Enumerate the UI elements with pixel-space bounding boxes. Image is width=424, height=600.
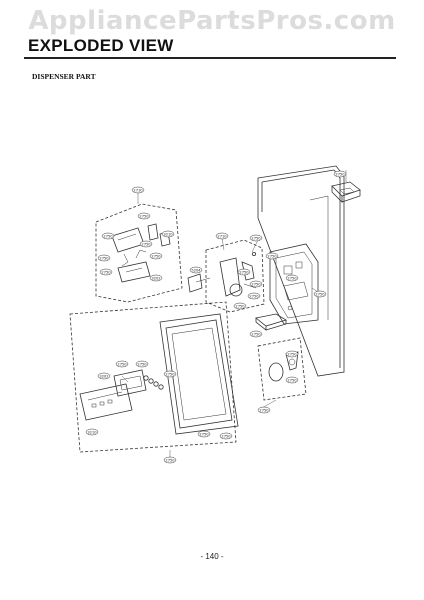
callout-label: 2750 (267, 254, 277, 258)
callout-label: 2750 (151, 254, 161, 258)
dispenser-housing (269, 243, 319, 325)
callout-label: 3202 (151, 276, 160, 280)
callout-label: 2750 (103, 234, 113, 238)
callout-label: 2750 (251, 332, 261, 336)
callout-label: 3210 (163, 232, 173, 236)
callout-label: 2750 (99, 256, 109, 260)
callout-label: 3202 (99, 374, 108, 378)
callout-label: 2750 (315, 292, 325, 296)
callout-bubbles (85, 170, 347, 464)
callout-label: 2750 (141, 242, 151, 246)
callout-label: 2750 (239, 270, 249, 274)
page-number: - 140 - (200, 552, 224, 561)
callout-label: 3210 (87, 430, 97, 434)
callout-label: 2750 (117, 362, 127, 366)
top-cap-part (331, 181, 361, 203)
callout-label: 2750 (101, 270, 111, 274)
callout-label: 2750 (165, 372, 175, 376)
drip-tray (255, 313, 287, 331)
title-underline (24, 57, 396, 59)
leader-lines (121, 170, 347, 458)
section-heading: DISPENSER PART (32, 72, 96, 81)
callout-label: 2750 (251, 236, 261, 240)
callout-label: 2750 (335, 172, 345, 176)
callout-label: 2710 (217, 234, 227, 238)
callout-label: 2710 (133, 188, 143, 192)
callout-label: 2750 (165, 458, 175, 462)
callout-label: 2750 (221, 434, 231, 438)
upper-left-assembly (95, 203, 183, 303)
callout-label: 5204 (191, 268, 201, 272)
callout-label: 2750 (287, 352, 297, 356)
sensor-cover-assembly (257, 337, 307, 401)
callout-labels: 2710 2750 3210 2750 2750 2750 2750 2750 3202 5204… (87, 172, 345, 462)
callout-label: 2750 (139, 214, 149, 218)
callout-label: 2750 (287, 276, 297, 280)
door-panel (257, 165, 345, 377)
callout-label: 2750 (137, 362, 147, 366)
callout-label: 2750 (287, 378, 297, 382)
callout-label: 2750 (249, 294, 259, 298)
callout-label: 2750 (251, 282, 261, 286)
callout-label: 2750 (235, 304, 245, 308)
watermark: AppliancePartsPros.com (28, 6, 396, 36)
callout-label: 2750 (199, 432, 209, 436)
callout-label: 2750 (259, 408, 269, 412)
control-panel-assembly (69, 301, 239, 453)
page-title: EXPLODED VIEW (28, 36, 174, 55)
